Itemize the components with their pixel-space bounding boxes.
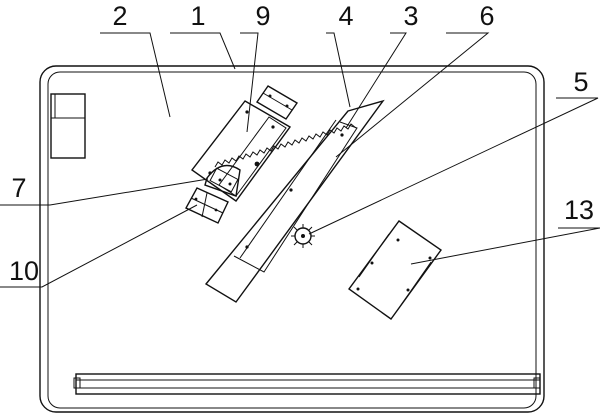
rack-track xyxy=(204,99,385,303)
outer-frame xyxy=(39,65,545,413)
label-2: 2 xyxy=(112,1,127,31)
label-13: 13 xyxy=(564,195,594,225)
slider-plate xyxy=(191,100,292,202)
clamp-assembly xyxy=(204,164,241,197)
label-3: 3 xyxy=(403,1,418,31)
corner-bracket xyxy=(50,93,86,159)
label-10: 10 xyxy=(9,256,39,286)
hinge-block-lower xyxy=(185,187,229,224)
label-5: 5 xyxy=(573,67,588,97)
label-1: 1 xyxy=(190,1,205,31)
drive-gear xyxy=(291,224,315,248)
bottom-rail xyxy=(73,373,541,395)
label-6: 6 xyxy=(479,1,494,31)
label-7: 7 xyxy=(11,173,26,203)
hinge-block-top xyxy=(255,85,299,120)
reference-numerals: 2 1 9 4 3 6 5 7 10 13 xyxy=(9,1,594,286)
leader-lines xyxy=(0,32,600,288)
label-9: 9 xyxy=(255,1,270,31)
mounting-plate xyxy=(348,220,442,320)
label-4: 4 xyxy=(338,1,353,31)
